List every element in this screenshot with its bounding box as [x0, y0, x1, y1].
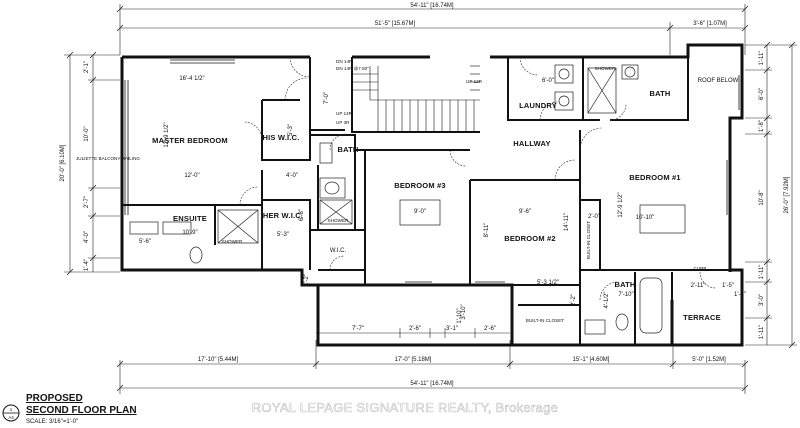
dim-bed1-d: 12'-9 1/2"	[618, 192, 624, 217]
door-swings	[239, 56, 717, 301]
bedroom1-label: BEDROOM #1	[629, 173, 681, 182]
dim-left-seg2: 10'-0"	[84, 126, 90, 141]
sheet-number: 1	[10, 407, 13, 412]
dim-left-seg1: 2'-1"	[84, 61, 90, 73]
watermark: ROYAL LEPAGE SIGNATURE REALTY, Brokerage	[252, 400, 559, 415]
dim-closet: 2'-0"	[588, 214, 600, 220]
plan-title-line2: SECOND FLOOR PLAN	[26, 405, 137, 416]
dim-terrace-d: 1'-5"	[722, 283, 734, 289]
dim-bath-bottom-d: 4'-1/2"	[604, 292, 610, 309]
dim-right-seg5: 1'-11"	[759, 265, 765, 280]
dim-bed2-d2: 14'-11"	[564, 213, 570, 231]
dim-inner-seg6: 1'-10"	[457, 308, 463, 323]
dim-bed3-w: 9'-0"	[414, 209, 426, 215]
bath-top-label: BATH	[649, 89, 670, 98]
dim-left-overall: 20'-0" [6.10M]	[60, 144, 66, 181]
dim-inner-seg3: 3'-10"	[461, 304, 467, 319]
roof-below-label: ROOF BELOW	[698, 78, 739, 84]
master-bedroom-label: MASTER BEDROOM	[152, 136, 228, 145]
up-3r-label: UP 3R	[336, 120, 350, 125]
terrace-label: TERRACE	[683, 313, 721, 322]
bedroom3-label: BEDROOM #3	[394, 181, 446, 190]
dim-right-overall: 26'-0" [7.92M]	[784, 176, 790, 213]
title-block: 1 A4 PROPOSED SECOND FLOOR PLAN SCALE: 3…	[2, 393, 137, 425]
dim-terrace-w: 2'-11"	[691, 283, 706, 289]
dim-bottom-seg4: 5'-0" [1.52M]	[692, 357, 726, 363]
up-14r-label: UP 14R	[336, 111, 353, 116]
dim-inner-seg5: 3'-1"	[446, 326, 458, 332]
dim-left-seg4: 4'-0"	[84, 231, 90, 243]
dim-his-wic: 5'-3"	[288, 124, 294, 136]
dim-top-overall: 54'-11" [16.74M]	[410, 3, 454, 9]
bedroom2-label: BEDROOM #2	[504, 234, 556, 243]
dim-inner-seg1: 7'-7"	[352, 326, 364, 332]
dn-14r-label: DN 14R	[336, 59, 353, 64]
dim-right-seg4: 10'-8"	[759, 190, 765, 205]
built-in-closet1-label: BUILT-IN CLOSET	[586, 221, 591, 259]
dim-bottom-seg1: 17'-10" [5.44M]	[198, 357, 239, 363]
dim-bed2-d: 8'-11"	[484, 223, 490, 238]
curb-label: CURB	[693, 266, 706, 271]
sheet-ref: A4	[8, 415, 14, 420]
shower3-label: SHOWER	[595, 66, 616, 71]
dim-bed1-w: 10'-10"	[636, 215, 655, 221]
dim-mb-depth: 12'-9 1/2"	[164, 122, 170, 147]
dim-ensuite-w: 10'-9"	[182, 230, 197, 236]
dim-mb-inner: 12'-0"	[184, 173, 199, 179]
dim-bottom-overall: 54'-11" [16.74M]	[410, 381, 454, 387]
interior-walls	[122, 57, 730, 345]
plan-title-line1: PROPOSED	[26, 393, 83, 404]
laundry-label: LAUNDRY	[519, 101, 557, 110]
dim-right-seg2: 6'-0"	[759, 88, 765, 100]
up-12r-label: UP 12R	[466, 79, 483, 84]
windows	[124, 59, 740, 283]
shower1-label: SHOWER	[222, 239, 243, 244]
fixtures	[129, 64, 686, 335]
dim-bath-bottom-w: 7'-10"	[618, 292, 633, 298]
hallway-label: HALLWAY	[513, 139, 550, 148]
dim-her-wic-d: 5'-3"	[277, 232, 289, 238]
stair-treads	[352, 65, 480, 132]
bath-bottom-label: BATH	[614, 280, 635, 289]
dim-right-seg6: 3'-0"	[759, 294, 765, 306]
dim-left-small2: 2'-2"	[571, 294, 577, 306]
dim-stair: DN 14R @7.50"	[336, 66, 369, 71]
dim-right-seg7: 1'-11"	[759, 325, 765, 340]
bath-main-label: BATH	[337, 145, 358, 154]
wic-label: W.I.C.	[330, 248, 347, 254]
juliette-label: JULIETTE BALCONY RAILING	[76, 156, 140, 161]
dim-her-wic-h: 6'-8"	[299, 209, 305, 221]
shower2-label: SHOWER	[328, 218, 349, 223]
built-in-closet2-label: BUILT-IN CLOSET	[526, 318, 564, 323]
dim-hall-seg: 5'-3 1/2"	[537, 280, 559, 286]
dim-mb-width: 16'-4 1/2"	[179, 76, 204, 82]
exterior-walls	[120, 43, 744, 347]
dim-ensuite-d: 5'-6"	[139, 239, 151, 245]
dim-bath-main: 7'-0"	[324, 92, 330, 104]
dim-left-seg3: 2'-7"	[84, 196, 90, 208]
dim-her-wic-w: 4'-0"	[286, 173, 298, 179]
dim-right-seg3: 1'-8"	[759, 120, 765, 132]
dim-bed2-w: 9'-6"	[519, 209, 531, 215]
her-wic-label: HER W.I.C.	[263, 211, 303, 220]
dim-inner-seg2: 2'-6"	[409, 326, 421, 332]
dim-left-small1: 1'-2"	[304, 274, 310, 286]
dim-right-small: 1'-5"	[734, 292, 746, 298]
dim-top-right: 3'-6" [1.07M]	[693, 21, 727, 27]
dim-bottom-seg2: 17'-0" [5.18M]	[395, 357, 432, 363]
dim-inner-seg4: 2'-6"	[484, 326, 496, 332]
dimension-ticks	[66, 5, 796, 392]
plan-scale: SCALE: 3/16"=1'-0"	[26, 419, 78, 425]
dim-laundry: 6'-0"	[542, 78, 554, 84]
ensuite-label: ENSUITE	[173, 214, 207, 223]
dim-top-main: 51'-5" [15.67M]	[375, 21, 416, 27]
dim-left-seg5: 1'-4"	[84, 259, 90, 271]
his-wic-label: HIS W.I.C.	[262, 133, 299, 142]
dim-bottom-seg3: 15'-1" [4.60M]	[573, 357, 610, 363]
dim-right-seg1: 1'-11"	[759, 51, 765, 66]
